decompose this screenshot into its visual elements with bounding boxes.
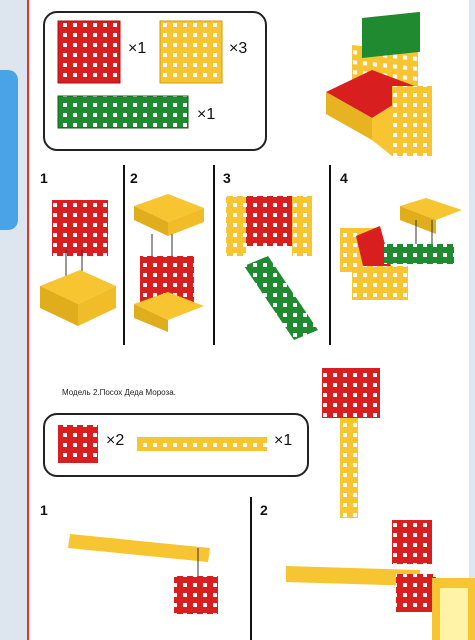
step-2-2-illustration xyxy=(286,520,475,640)
step-2-illustration xyxy=(134,194,204,332)
step-3-illustration xyxy=(226,196,318,340)
green-bar-piece xyxy=(58,96,188,128)
step-4-illustration xyxy=(340,198,462,300)
yellow-square-piece xyxy=(160,21,222,83)
step-2-1-illustration xyxy=(68,534,218,614)
step-1-illustration xyxy=(40,200,116,326)
red-square-piece xyxy=(58,21,120,83)
yellow-bar-piece xyxy=(137,437,267,451)
red-square-piece-2 xyxy=(58,425,98,463)
assembled-chair xyxy=(326,12,432,156)
staff-model xyxy=(322,368,380,518)
